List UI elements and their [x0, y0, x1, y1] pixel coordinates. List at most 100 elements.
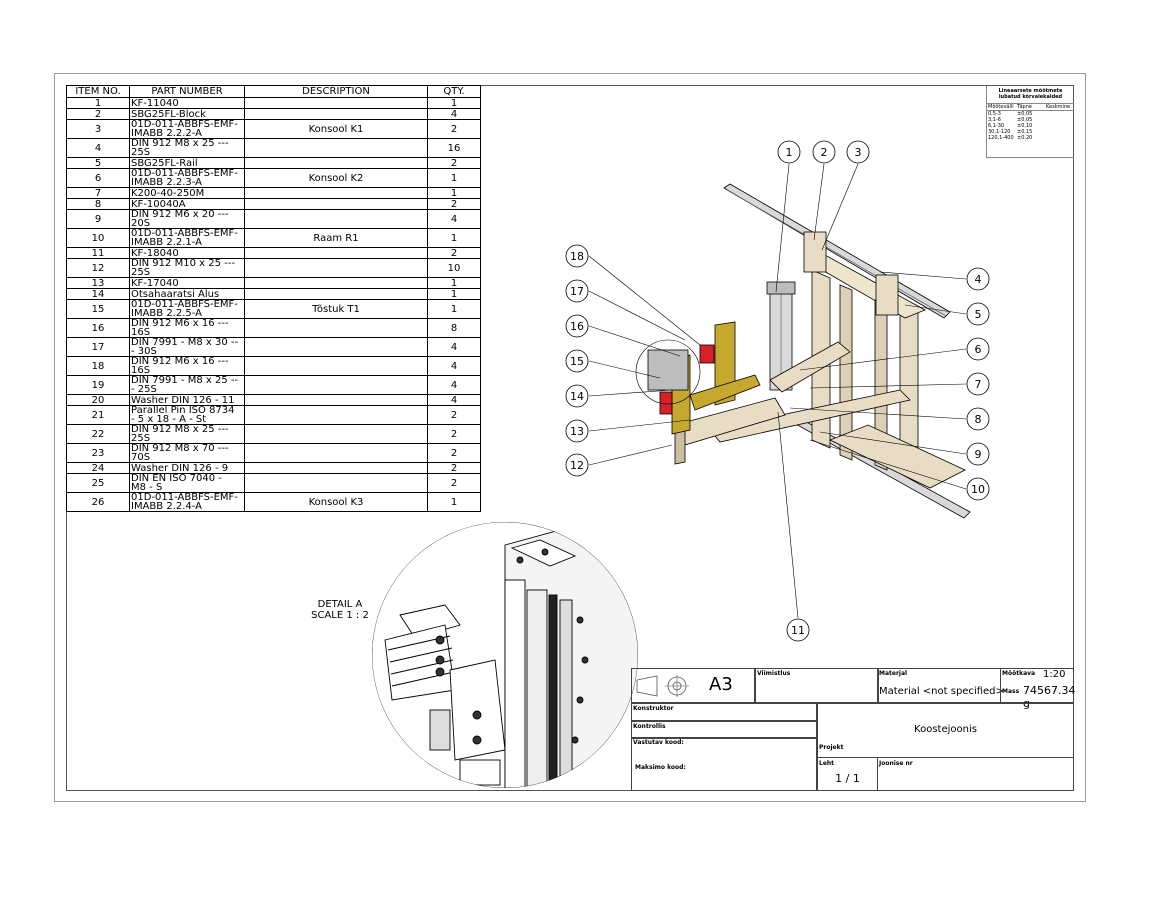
- drawing-title: Koostejoonis: [914, 724, 977, 735]
- balloon-circle: [966, 407, 990, 431]
- tolerance-row: 3,1-6 ±0,05: [987, 117, 1074, 123]
- checker-label: Kontrollis: [633, 723, 666, 730]
- tolerance-cell: 6,1-30: [988, 123, 1005, 129]
- balloon-label: 3: [855, 146, 862, 159]
- gripper-body: [647, 349, 689, 391]
- sheet-size: A3: [709, 674, 733, 695]
- red-gripper-bottom: [659, 391, 673, 415]
- tolerance-cell: [1045, 135, 1074, 141]
- sheet-label: Leht: [819, 760, 835, 767]
- balloon-circle: [966, 337, 990, 361]
- balloon-circle: [565, 279, 589, 303]
- balloon-label: 9: [975, 448, 982, 461]
- tolerance-cell: 3,1-6: [988, 117, 1001, 123]
- balloon-label: 4: [975, 273, 982, 286]
- project-label: Projekt: [819, 744, 844, 751]
- tolerance-title: Lineaarsete mõõtmete lubatud kõrvalekald…: [998, 88, 1063, 100]
- approval-label: Vastutav kood:: [633, 739, 684, 746]
- bom-cell-qty: 2: [427, 405, 481, 425]
- detail-scale: SCALE 1 : 2: [311, 610, 369, 621]
- material-value: Material <not specified>: [879, 686, 1004, 697]
- balloon-label: 18: [570, 250, 584, 263]
- bom-cell-description: Konsool K3: [244, 492, 428, 512]
- finish-label: Viimistlus: [757, 670, 791, 677]
- tolerance-cell: ±0,20: [1017, 135, 1033, 141]
- tolerance-cell: 30,1-120: [988, 129, 1011, 135]
- balloon-circle: [777, 140, 801, 164]
- tolerance-header-medium: Keskmine: [1046, 104, 1071, 110]
- title-block: A3 Viimistlus Materjal Material <not spe…: [631, 668, 1076, 791]
- balloon-label: 6: [975, 343, 982, 356]
- tolerance-cell: 0,5-3: [988, 111, 1001, 117]
- balloon-label: 8: [975, 413, 982, 426]
- bom-cell-part: DIN 912 M6 x 20 --- 20S: [129, 209, 245, 229]
- balloon-label: 7: [975, 378, 982, 391]
- balloon-label: 17: [570, 285, 584, 298]
- bom-cell-part: DIN 7991 - M8 x 25 -- - 25S: [129, 375, 245, 395]
- tolerance-cell: ±0,10: [1017, 123, 1033, 129]
- frame-column-mid: [839, 284, 853, 461]
- balloon-label: 2: [821, 146, 828, 159]
- balloon-circle: [812, 140, 836, 164]
- bom-cell-qty: 1: [427, 492, 481, 512]
- base-plate: [829, 424, 966, 489]
- checker-cell: [631, 721, 817, 738]
- detail-label: DETAIL A SCALE 1 : 2: [300, 599, 380, 621]
- scale-mass-cell: [1000, 668, 1074, 703]
- scale-value: 1:20: [1043, 669, 1066, 680]
- balloon-label: 1: [786, 146, 793, 159]
- sheet-value: 1 / 1: [835, 772, 860, 785]
- arm-beam-upper: [769, 341, 851, 393]
- balloon-circle: [966, 302, 990, 326]
- rail-block-left: [803, 231, 827, 273]
- drawing-sheet-border: [54, 73, 1086, 802]
- scale-label: Mõõtkava: [1002, 670, 1036, 677]
- bom-cell-qty: 2: [427, 247, 481, 259]
- balloon-circle: [966, 372, 990, 396]
- bom-cell-part: DIN EN ISO 7040 - M8 - S: [129, 473, 245, 493]
- drawing-number-cell: [877, 757, 1074, 791]
- balloon-circle: [966, 477, 990, 501]
- bom-cell-part: 01D-011-ABBFS-EMF- IMABB 2.2.4-A: [129, 492, 245, 512]
- tolerance-table: Lineaarsete mõõtmete lubatud kõrvalekald…: [986, 86, 1074, 158]
- tolerance-header: Mõõtevälli Täpne Keskmine: [987, 103, 1074, 111]
- rail-block-right: [875, 274, 899, 316]
- isometric-assembly-view: [635, 183, 971, 519]
- material-label: Materjal: [879, 670, 908, 677]
- balloon-circle: [565, 244, 589, 268]
- bom-cell-part: Washer DIN 126 - 11: [129, 394, 245, 406]
- drawing-number-label: Joonise nr: [879, 760, 913, 767]
- tolerance-row: 6,1-30 ±0,10: [987, 123, 1074, 129]
- tolerance-cell: ±0,05: [1017, 117, 1033, 123]
- balloon-circle: [966, 442, 990, 466]
- balloon-circle: [846, 140, 870, 164]
- balloon-circle: [786, 618, 810, 642]
- tolerance-header-precise: Täpne: [1017, 104, 1032, 110]
- balloon-label: 13: [570, 425, 584, 438]
- bom-cell-part: DIN 912 M6 x 16 --- 16S: [129, 318, 245, 338]
- balloon-circle: [966, 267, 990, 291]
- red-gripper-top: [699, 344, 715, 364]
- balloon-circle: [565, 419, 589, 443]
- bom-cell-item: 26: [66, 492, 130, 512]
